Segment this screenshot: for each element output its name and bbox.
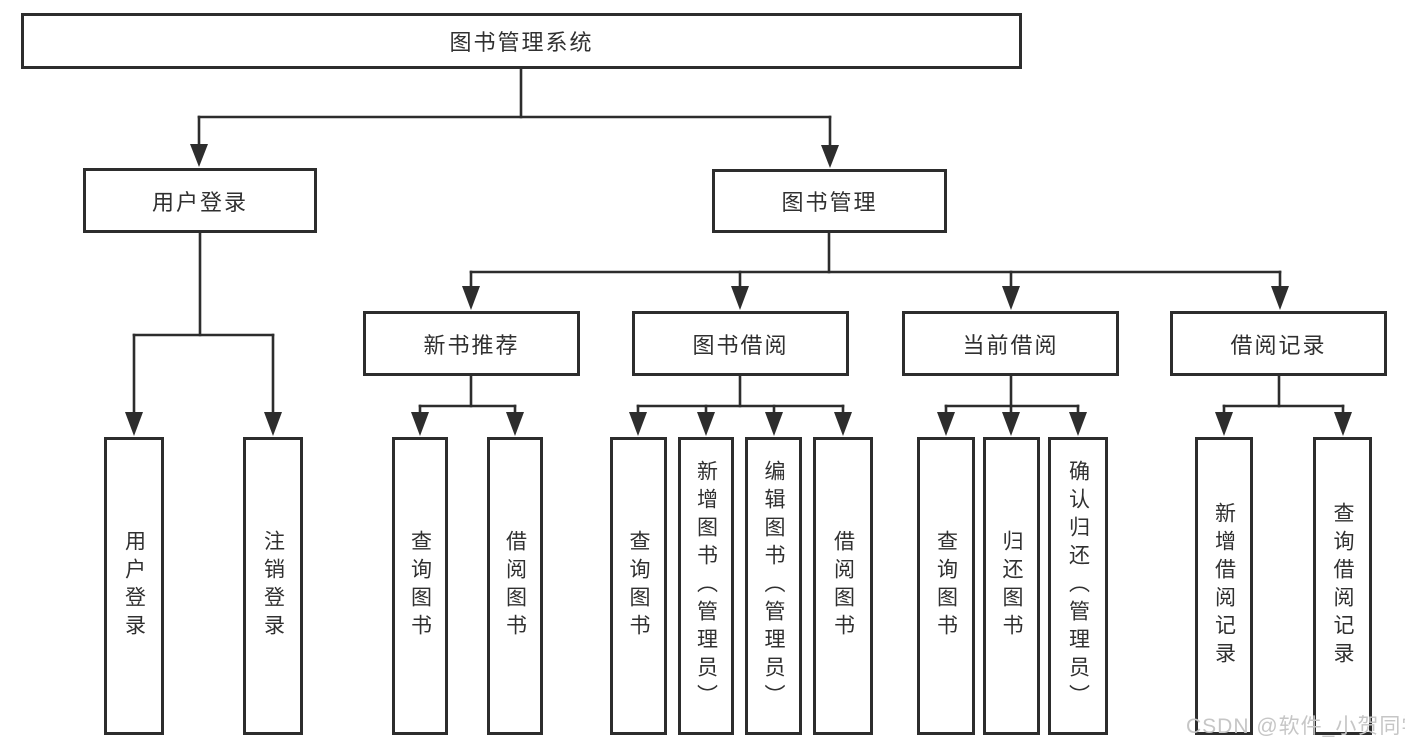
leaf-bb-edit-books-admin-label: 编辑图书（管理员） [762, 460, 785, 712]
leaf-bb-add-books-admin-label: 新增图书（管理员） [694, 460, 718, 712]
node-new-book-recommend: 新书推荐 [363, 311, 580, 376]
leaf-cb-confirm-return-admin-label: 确认归还（管理员） [1066, 460, 1090, 712]
leaf-br-add-record-label: 新增借阅记录 [1212, 502, 1236, 670]
leaf-logout-label: 注销登录 [261, 530, 285, 642]
leaf-nbr-borrow-books-label: 借阅图书 [503, 530, 527, 642]
leaf-bb-query-books: 查询图书 [610, 437, 667, 735]
leaf-cb-query-books: 查询图书 [917, 437, 975, 735]
leaf-bb-edit-books-admin: 编辑图书（管理员） [745, 437, 802, 735]
leaf-bb-borrow-books-label: 借阅图书 [831, 530, 855, 642]
leaf-br-add-record: 新增借阅记录 [1195, 437, 1253, 735]
leaf-br-query-record-label: 查询借阅记录 [1331, 502, 1354, 670]
node-current-borrow: 当前借阅 [902, 311, 1119, 376]
leaf-nbr-borrow-books: 借阅图书 [487, 437, 543, 735]
node-book-management: 图书管理 [712, 169, 947, 233]
leaf-cb-confirm-return-admin: 确认归还（管理员） [1048, 437, 1108, 735]
node-root: 图书管理系统 [21, 13, 1022, 69]
leaf-cb-return-books: 归还图书 [983, 437, 1040, 735]
csdn-watermark: CSDN @软件_小贺同学 [1186, 715, 1405, 738]
leaf-cb-query-books-label: 查询图书 [934, 530, 958, 642]
leaf-nbr-query-books: 查询图书 [392, 437, 448, 735]
leaf-logout: 注销登录 [243, 437, 303, 735]
leaf-bb-query-books-label: 查询图书 [627, 530, 650, 642]
leaf-bb-borrow-books: 借阅图书 [813, 437, 873, 735]
leaf-nbr-query-books-label: 查询图书 [408, 530, 432, 642]
leaf-user-login-label: 用户登录 [122, 530, 146, 642]
leaf-bb-add-books-admin: 新增图书（管理员） [678, 437, 734, 735]
node-book-borrow: 图书借阅 [632, 311, 849, 376]
leaf-user-login: 用户登录 [104, 437, 164, 735]
leaf-br-query-record: 查询借阅记录 [1313, 437, 1372, 735]
leaf-cb-return-books-label: 归还图书 [1000, 530, 1023, 642]
node-user-login: 用户登录 [83, 168, 317, 233]
node-borrow-records: 借阅记录 [1170, 311, 1387, 376]
